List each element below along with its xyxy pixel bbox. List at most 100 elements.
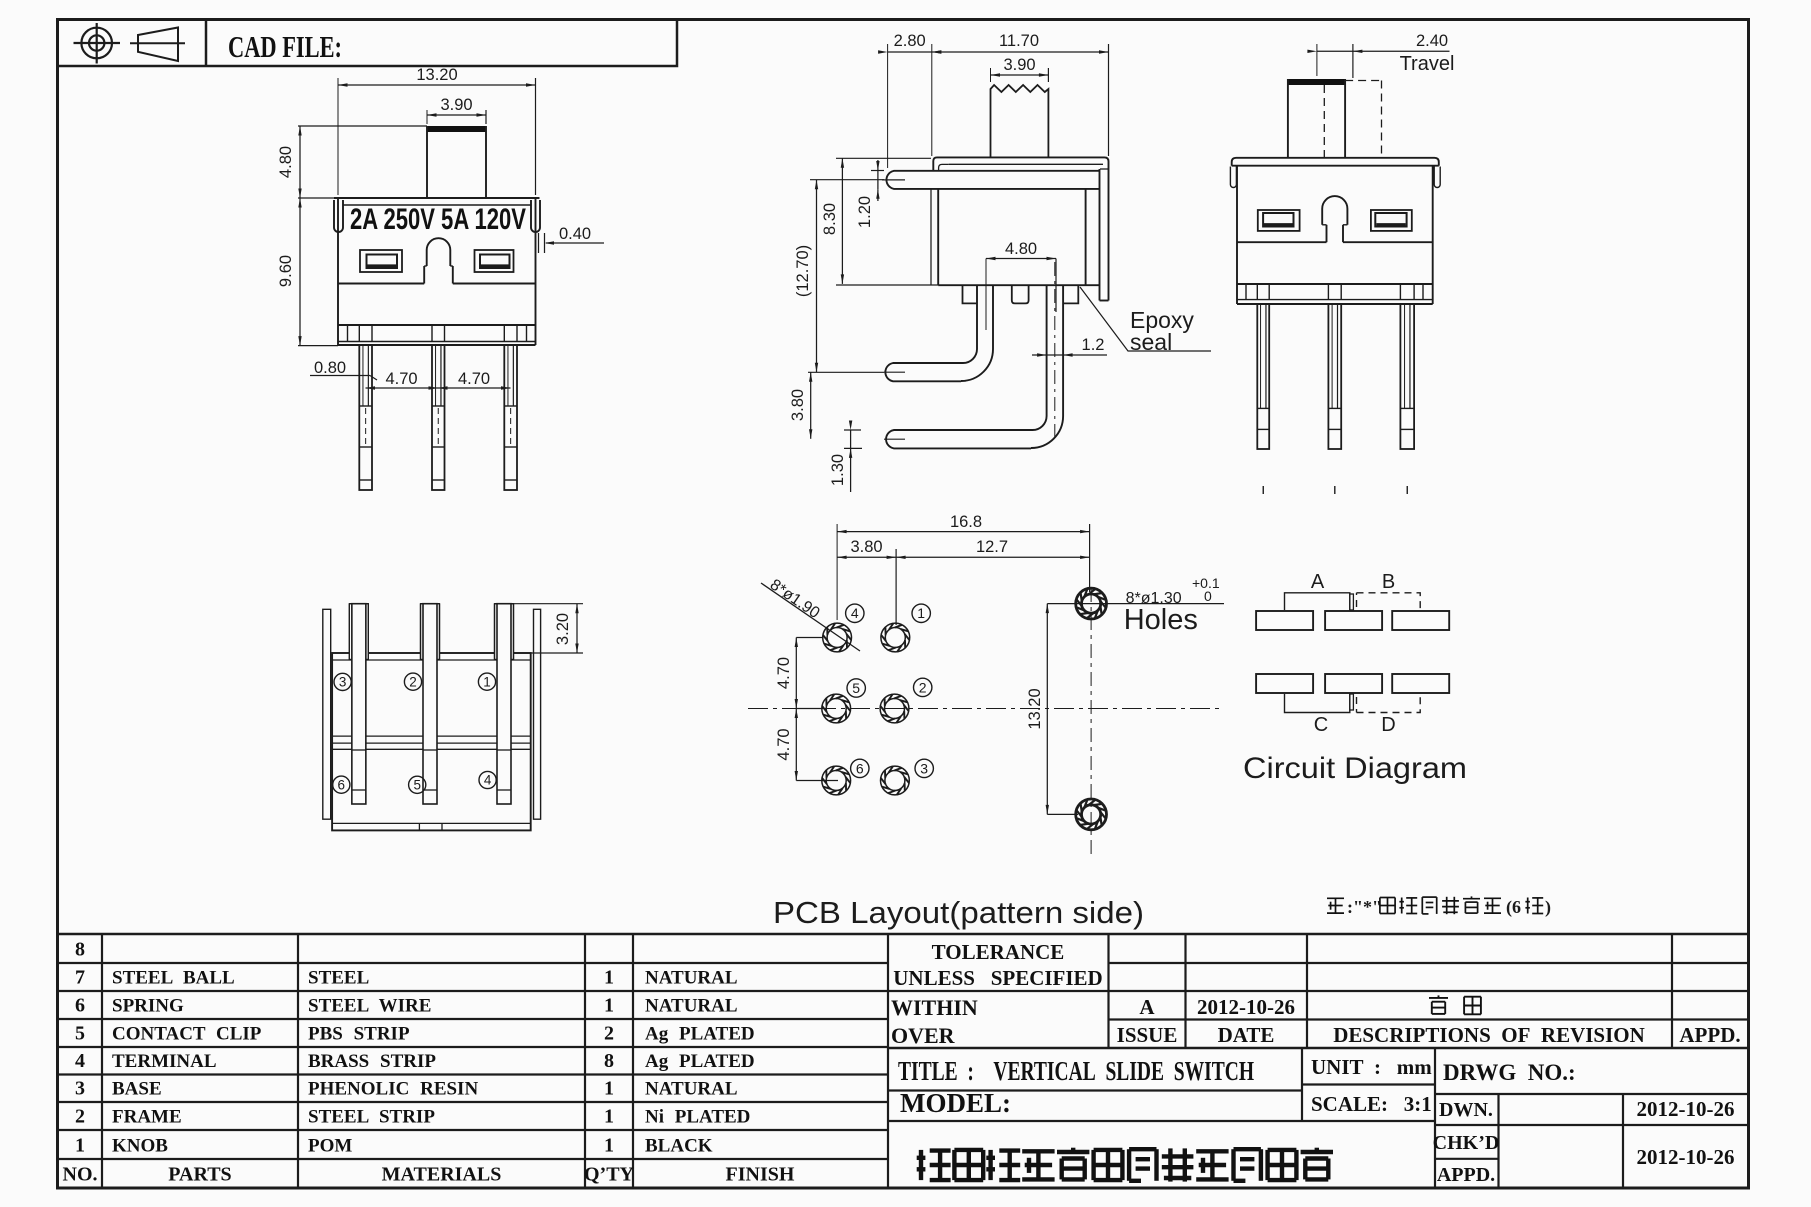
svg-text:STEEL STRIP: STEEL STRIP — [308, 1107, 435, 1128]
svg-text:2A 250V 5A 120V: 2A 250V 5A 120V — [350, 203, 526, 236]
svg-text:2.40: 2.40 — [1416, 32, 1448, 50]
svg-text:2: 2 — [75, 1106, 85, 1128]
svg-text:12.7: 12.7 — [976, 538, 1008, 556]
svg-text:SCALE: 3:1: SCALE: 3:1 — [1311, 1092, 1432, 1116]
svg-text:2: 2 — [409, 674, 417, 689]
svg-text:SPRING: SPRING — [112, 996, 184, 1017]
svg-text:1.2: 1.2 — [1082, 336, 1105, 354]
svg-text:4.80: 4.80 — [277, 146, 295, 178]
svg-text:PCB Layout(pattern side): PCB Layout(pattern side) — [773, 895, 1144, 930]
svg-text:1: 1 — [604, 1106, 614, 1128]
svg-text:ISSUE: ISSUE — [1117, 1023, 1178, 1047]
svg-text:11.70: 11.70 — [999, 32, 1039, 50]
svg-text:DRWG NO.:: DRWG NO.: — [1443, 1060, 1576, 1085]
svg-text:4: 4 — [851, 605, 859, 621]
svg-text:NATURAL: NATURAL — [645, 1079, 738, 1100]
svg-text:FINISH: FINISH — [726, 1164, 795, 1186]
svg-text:5: 5 — [852, 680, 860, 696]
svg-text:16.8: 16.8 — [950, 513, 982, 531]
svg-text:UNIT : mm: UNIT : mm — [1311, 1055, 1432, 1079]
svg-text:2012-10-26: 2012-10-26 — [1197, 995, 1295, 1019]
svg-text:8.30: 8.30 — [821, 203, 839, 235]
svg-text:1: 1 — [604, 1135, 614, 1157]
svg-text:Epoxy: Epoxy — [1130, 307, 1194, 333]
svg-text:0.80: 0.80 — [314, 359, 346, 377]
svg-text:BLACK: BLACK — [645, 1136, 713, 1157]
svg-text:2012-10-26: 2012-10-26 — [1637, 1097, 1735, 1121]
svg-text:BRASS STRIP: BRASS STRIP — [308, 1051, 436, 1072]
svg-text:KNOB: KNOB — [112, 1136, 168, 1157]
svg-text:OVER: OVER — [891, 1023, 956, 1048]
svg-text:3: 3 — [339, 675, 347, 690]
svg-text:3.20: 3.20 — [554, 613, 572, 645]
svg-text:4.70: 4.70 — [385, 370, 417, 388]
svg-text:Ni PLATED: Ni PLATED — [645, 1107, 750, 1128]
svg-text:APPD.: APPD. — [1437, 1164, 1495, 1186]
svg-text:5: 5 — [75, 1023, 85, 1045]
svg-text:A: A — [1139, 995, 1155, 1019]
svg-text:Ag PLATED: Ag PLATED — [645, 1051, 755, 1072]
svg-text:13.20: 13.20 — [1026, 688, 1044, 729]
svg-text:8: 8 — [604, 1050, 614, 1072]
svg-text:2.80: 2.80 — [894, 32, 926, 50]
svg-text:MATERIALS: MATERIALS — [382, 1164, 502, 1186]
svg-text:DWN.: DWN. — [1439, 1099, 1493, 1121]
svg-text:2: 2 — [919, 679, 927, 695]
svg-text:8: 8 — [75, 939, 85, 961]
svg-text:PHENOLIC RESIN: PHENOLIC RESIN — [308, 1079, 478, 1100]
svg-text:PARTS: PARTS — [168, 1164, 231, 1186]
svg-text:TOLERANCE: TOLERANCE — [932, 940, 1065, 964]
svg-text:TERMINAL: TERMINAL — [112, 1051, 217, 1072]
svg-text:0.40: 0.40 — [559, 225, 591, 243]
svg-text::"*": :"*" — [1347, 897, 1382, 917]
svg-text:6: 6 — [856, 760, 864, 776]
svg-text:): ) — [1545, 897, 1551, 918]
svg-text:NATURAL: NATURAL — [645, 996, 738, 1017]
svg-text:6: 6 — [338, 777, 346, 792]
svg-text:13.20: 13.20 — [416, 66, 457, 84]
svg-text:TITLE : VERTICAL SLIDE S: TITLE : VERTICAL SLIDE SWITCH — [898, 1056, 1254, 1086]
svg-text:seal: seal — [1130, 329, 1172, 355]
svg-text:+0.1: +0.1 — [1192, 575, 1220, 591]
svg-text:CAD FILE:: CAD FILE: — [228, 29, 342, 64]
svg-text:1: 1 — [483, 674, 491, 689]
svg-text:NO.: NO. — [63, 1164, 98, 1186]
svg-text:4.80: 4.80 — [1005, 240, 1037, 258]
svg-text:BASE: BASE — [112, 1079, 162, 1100]
svg-text:(12.70): (12.70) — [794, 245, 812, 297]
svg-text:MODEL:: MODEL: — [900, 1088, 1011, 1118]
svg-text:3.90: 3.90 — [1003, 56, 1035, 74]
svg-text:STEEL: STEEL — [308, 968, 369, 989]
svg-text:CONTACT CLIP: CONTACT CLIP — [112, 1024, 262, 1045]
svg-text:1.20: 1.20 — [856, 196, 874, 228]
svg-text:POM: POM — [308, 1136, 352, 1157]
svg-text:1: 1 — [604, 995, 614, 1017]
svg-text:Ag PLATED: Ag PLATED — [645, 1024, 755, 1045]
svg-text:4.70: 4.70 — [775, 728, 793, 760]
svg-text:Travel: Travel — [1400, 53, 1455, 75]
svg-text:UNLESS SPECIFIED: UNLESS SPECIFIED — [893, 966, 1102, 990]
svg-text:3: 3 — [75, 1078, 85, 1100]
svg-text:4.70: 4.70 — [775, 657, 793, 689]
svg-text:7: 7 — [75, 967, 85, 989]
svg-text:A: A — [1311, 571, 1325, 593]
svg-text:Circuit Diagram: Circuit Diagram — [1243, 752, 1467, 785]
svg-text:4.70: 4.70 — [458, 370, 490, 388]
svg-text:Holes: Holes — [1124, 604, 1198, 636]
svg-text:4: 4 — [484, 773, 492, 788]
svg-text:(6: (6 — [1506, 897, 1521, 918]
svg-text:1: 1 — [604, 967, 614, 989]
svg-text:C: C — [1314, 714, 1328, 736]
svg-text:WITHIN: WITHIN — [891, 995, 978, 1020]
svg-text:3.90: 3.90 — [440, 96, 472, 114]
svg-text:3.80: 3.80 — [850, 538, 882, 556]
svg-text:Q’TY: Q’TY — [584, 1164, 635, 1186]
svg-text:3.80: 3.80 — [789, 389, 807, 421]
svg-text:CHK’D: CHK’D — [1433, 1132, 1500, 1154]
svg-text:FRAME: FRAME — [112, 1107, 182, 1128]
svg-text:6: 6 — [75, 995, 85, 1017]
svg-text:2: 2 — [604, 1023, 614, 1045]
svg-text:PBS STRIP: PBS STRIP — [308, 1024, 410, 1045]
svg-text:1.30: 1.30 — [829, 454, 847, 486]
svg-text:DESCRIPTIONS OF REVISION: DESCRIPTIONS OF REVISION — [1333, 1023, 1645, 1047]
